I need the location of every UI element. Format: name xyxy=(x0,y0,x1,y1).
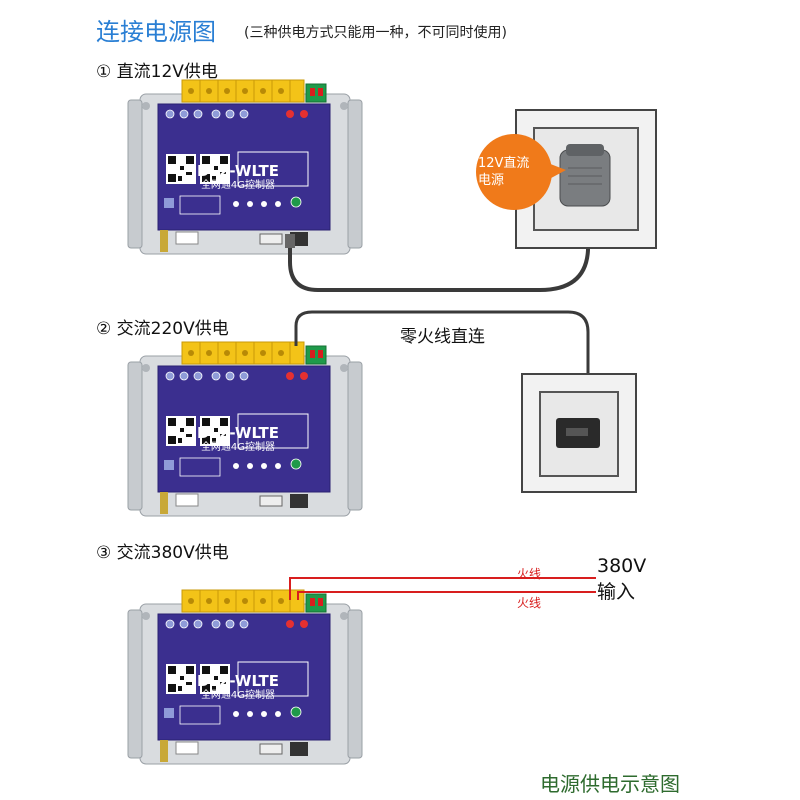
ac220-cable xyxy=(294,310,590,420)
live-wire-2 xyxy=(297,591,596,600)
power-adapter-icon xyxy=(559,144,611,207)
page-subtitle: (三种供电方式只能用一种，不可同时使用) xyxy=(244,25,507,41)
svg-text:DL2-WLTE: DL2-WLTE xyxy=(197,424,279,442)
svg-text:DL2-WLTE: DL2-WLTE xyxy=(197,672,279,690)
adapter-label-line2: 电源 xyxy=(478,173,505,188)
section-dc12v-label: ① 直流12V供电 xyxy=(96,62,218,82)
adapter-label: 12V直流 电源 xyxy=(478,155,548,189)
footer-caption: 电源供电示意图 xyxy=(540,772,680,796)
live-wire-1 xyxy=(289,577,596,600)
live-wire-label-1: 火线 xyxy=(517,567,542,581)
wall-socket-2 xyxy=(521,373,637,493)
section-ac220v-label: ② 交流220V供电 xyxy=(96,319,229,339)
svg-text:DL2-WLTE: DL2-WLTE xyxy=(197,162,279,180)
adapter-label-line1: 12V直流 xyxy=(478,156,530,171)
input-label: 输入 xyxy=(597,581,636,603)
svg-text:全网通4G控制器: 全网通4G控制器 xyxy=(201,178,275,191)
voltage-label: 380V xyxy=(597,555,647,577)
wire-caption: 零火线直连 xyxy=(400,327,485,347)
page-title: 连接电源图 xyxy=(96,18,216,46)
adapter-callout-bubble xyxy=(476,134,566,210)
live-wire-label-2: 火线 xyxy=(517,596,542,610)
svg-text:全网通4G控制器: 全网通4G控制器 xyxy=(201,440,275,453)
dc-cable xyxy=(288,215,590,292)
svg-text:全网通4G控制器: 全网通4G控制器 xyxy=(201,688,275,701)
section-ac380v-label: ③ 交流380V供电 xyxy=(96,543,229,563)
